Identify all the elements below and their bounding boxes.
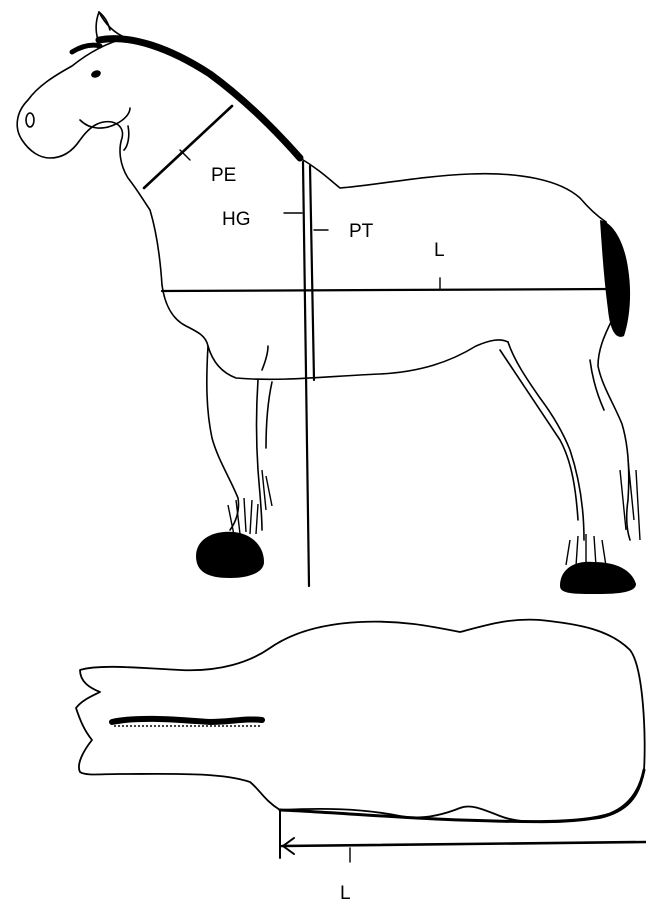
- top-lower-outline-bold: [280, 770, 644, 822]
- l-top-label: L: [340, 884, 351, 903]
- horse-tail: [600, 220, 630, 337]
- top-mane: [112, 719, 262, 722]
- horse-nostril: [26, 113, 34, 127]
- l-side-label: L: [434, 241, 445, 260]
- horse-front-leg-right: [266, 382, 272, 448]
- pe-label: PE: [211, 166, 236, 185]
- hg-line: [303, 162, 309, 586]
- horse-hind-leg-inner: [500, 350, 578, 520]
- hg-label: HG: [222, 210, 251, 229]
- feathering: [204, 460, 640, 566]
- horse-mane: [99, 39, 300, 158]
- hind-hoof: [560, 562, 636, 594]
- horse-hock: [590, 360, 604, 410]
- horse-jaw: [124, 126, 129, 150]
- horse-eye: [90, 69, 102, 79]
- horse-belly: [162, 285, 508, 379]
- horse-head-outline: [17, 12, 162, 285]
- pt-line: [310, 166, 314, 380]
- horse-forelock: [72, 45, 100, 52]
- pt-label: PT: [349, 222, 373, 241]
- horse-front-leg-left: [207, 346, 239, 530]
- horse-side-view: [17, 12, 630, 540]
- l-top-line: [282, 842, 646, 846]
- horse-chest-curve: [262, 346, 268, 370]
- front-hoof-left: [196, 532, 264, 578]
- horse-hind-leg-front: [508, 342, 584, 540]
- horse-mouth: [80, 108, 130, 128]
- horse-back: [300, 158, 606, 222]
- l-side-line: [162, 289, 614, 291]
